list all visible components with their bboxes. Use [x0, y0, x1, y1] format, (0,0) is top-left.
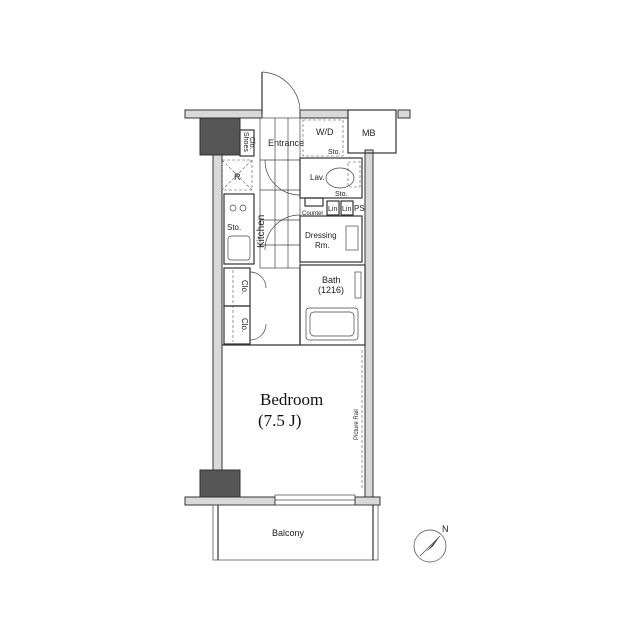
label-kitchen: Kitchen — [256, 215, 267, 248]
label-lav: Lav. — [310, 173, 325, 182]
balcony — [212, 504, 379, 561]
label-counter: Counter — [302, 211, 323, 217]
label-picture-rail: Picture Rail — [354, 409, 360, 440]
label-lav-sto: Sto. — [335, 191, 348, 198]
label-bedroom: Bedroom — [260, 390, 323, 409]
lavatory — [299, 157, 363, 199]
label-kitchen-sto: Sto. — [227, 223, 241, 232]
dressing-room — [299, 215, 363, 263]
label-mb: MB — [362, 128, 376, 138]
label-north: N — [442, 524, 449, 534]
label-dressing-rm: Rm. — [315, 241, 330, 250]
kitchen-counter — [223, 193, 255, 265]
label-dressing: Dressing — [305, 231, 337, 240]
label-clo-2: Clo. — [240, 318, 249, 332]
label-shoes-clo: Clo. — [248, 137, 255, 150]
label-lin-1: Lin — [328, 206, 337, 213]
label-wd-sto: Sto. — [328, 149, 341, 156]
walls — [184, 109, 411, 506]
label-shoes: Shoes — [242, 132, 249, 152]
label-bath-size: (1216) — [318, 285, 344, 295]
closet-2 — [223, 305, 251, 345]
label-wd: W/D — [316, 127, 334, 137]
fridge — [221, 159, 253, 191]
north-arrow-icon — [413, 529, 447, 563]
corridor-tiles — [259, 117, 301, 269]
label-ps: PS — [354, 204, 365, 213]
label-fridge: R — [234, 172, 241, 182]
label-balcony: Balcony — [272, 528, 305, 538]
mb-box — [347, 109, 397, 154]
label-bath: Bath — [322, 275, 341, 285]
label-clo-1: Clo. — [240, 280, 249, 294]
label-lin-2: Lin — [342, 206, 351, 213]
label-entrance: Entrance — [268, 138, 304, 148]
label-bedroom-size: (7.5 J) — [258, 411, 301, 430]
entrance-door — [261, 71, 301, 114]
